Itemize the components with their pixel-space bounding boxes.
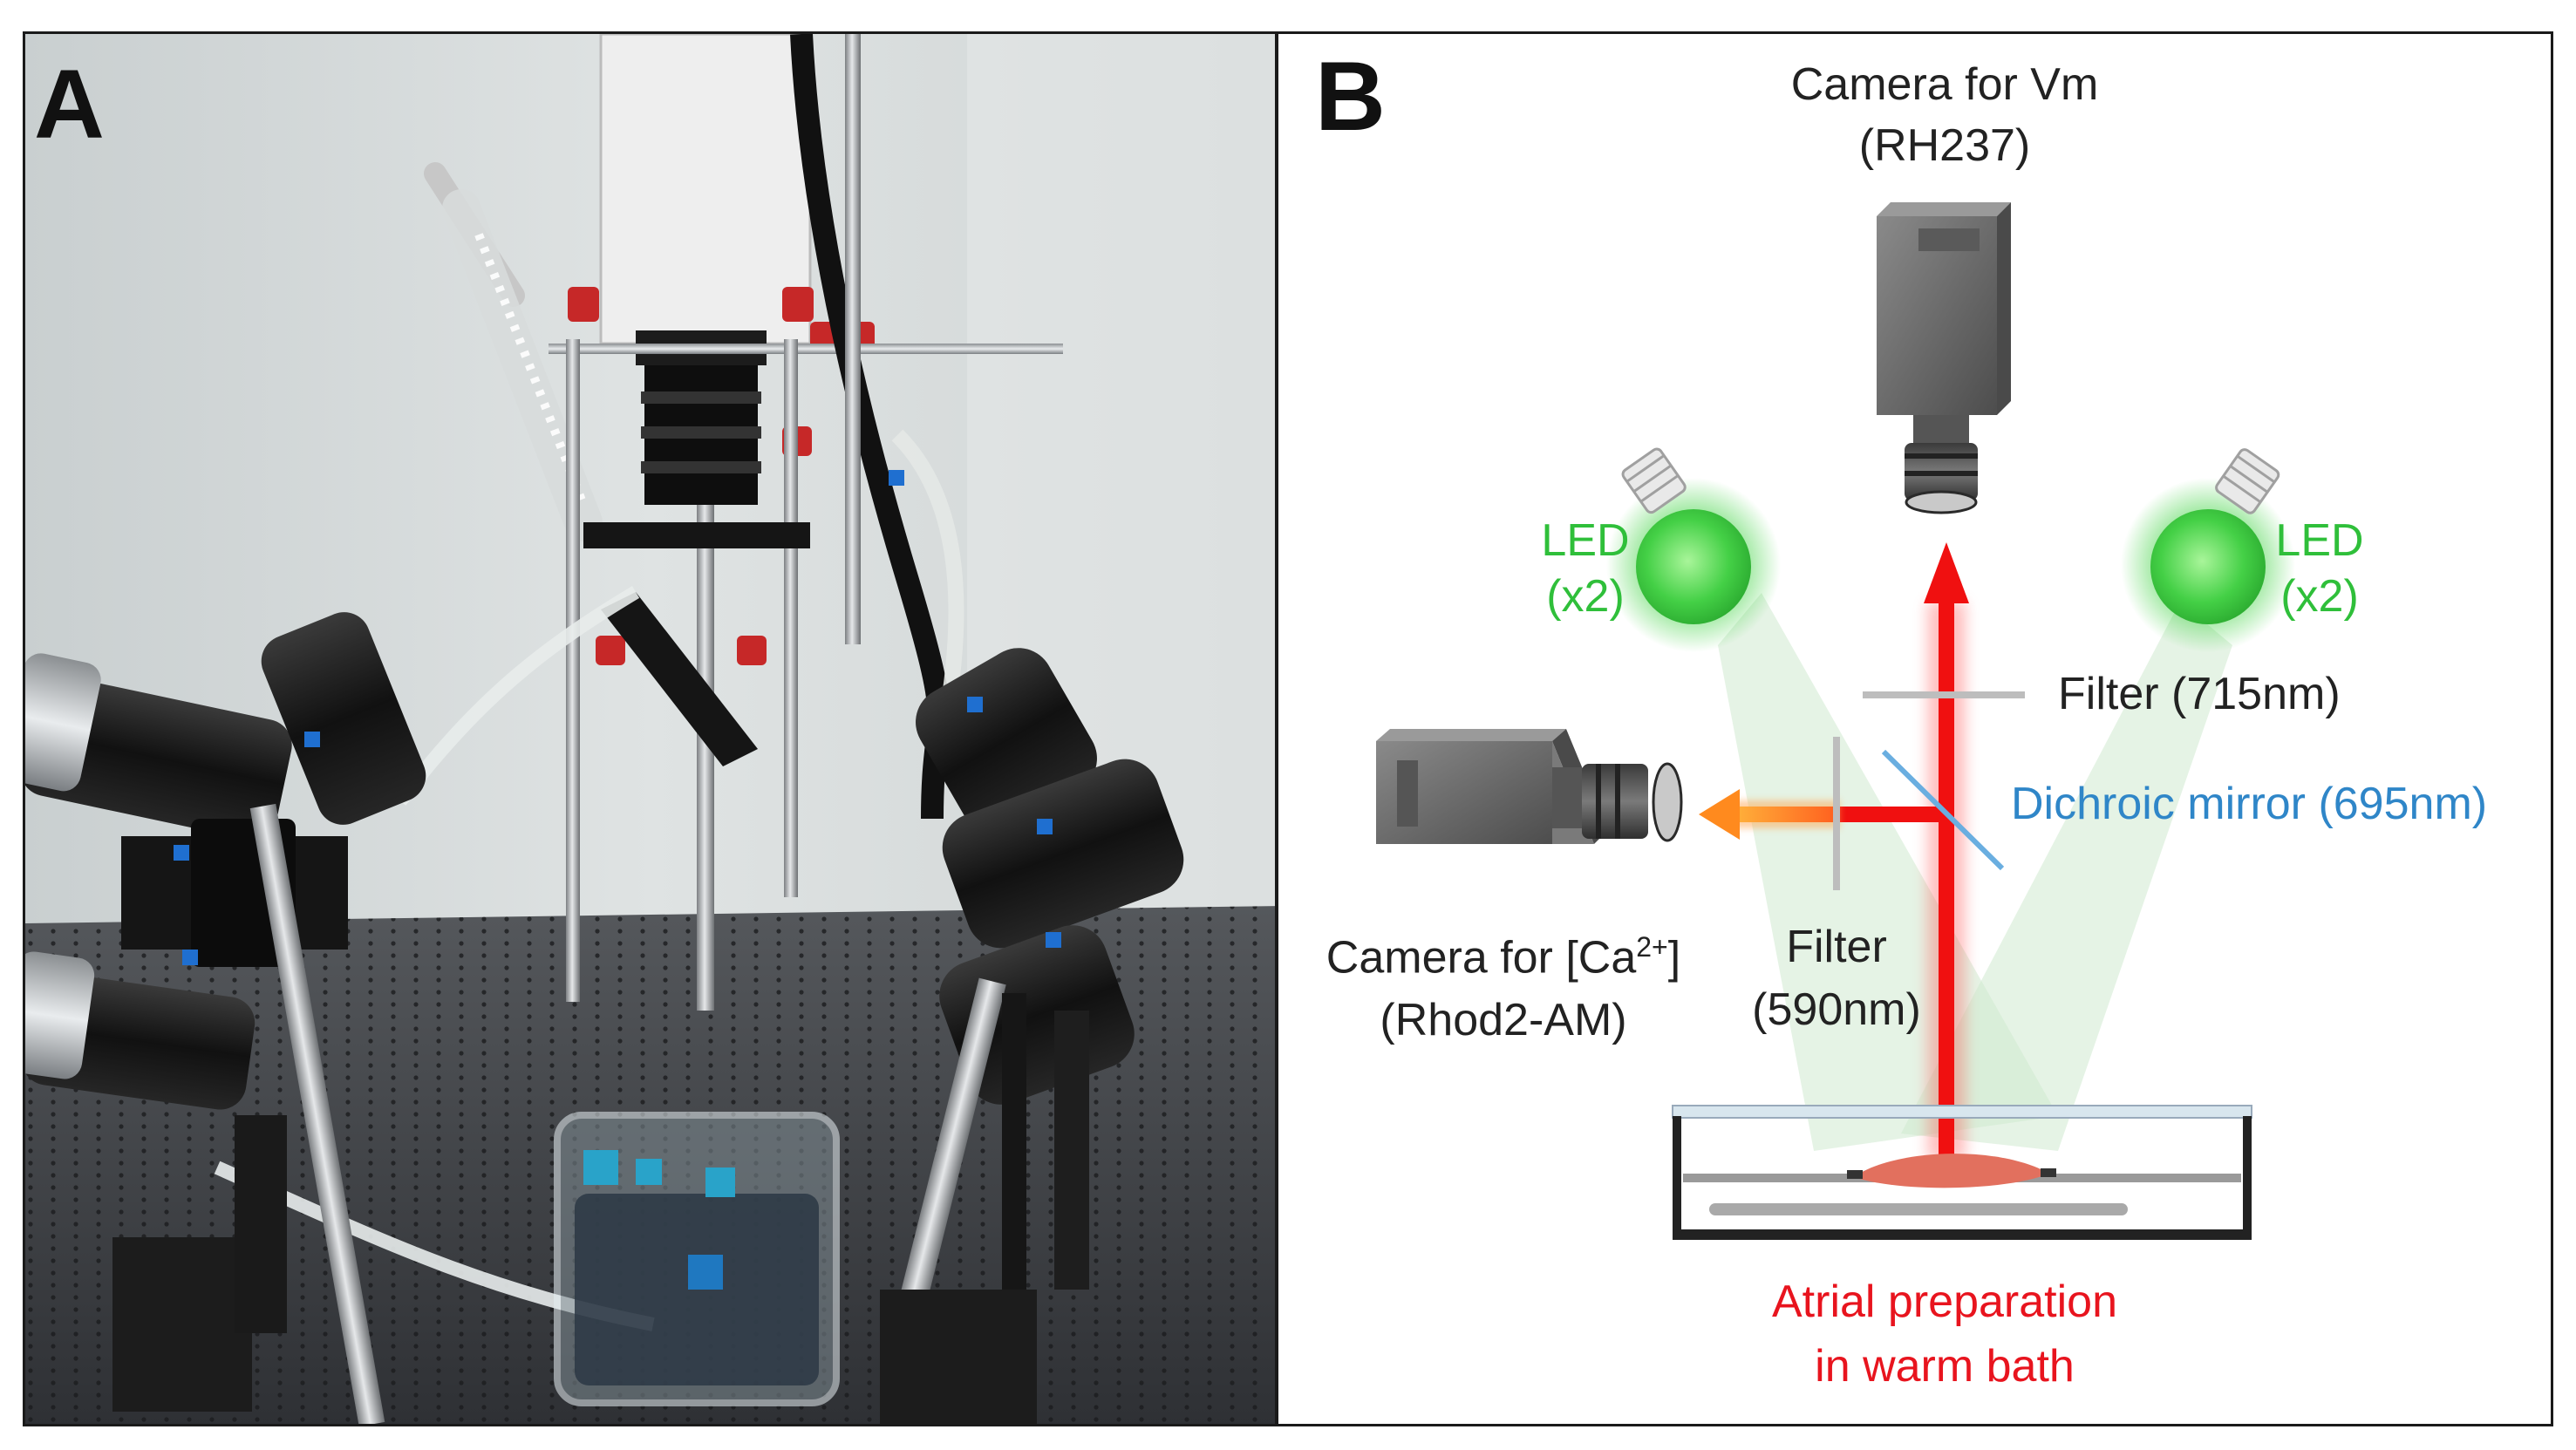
orange-beam — [1735, 807, 1840, 822]
atrial-tissue — [1854, 1154, 2049, 1188]
left-led-lamp-lower — [25, 951, 256, 1110]
led-bulb-left-icon — [1606, 447, 1781, 652]
warm-bath-icon — [1672, 1105, 2252, 1240]
led-right-label: LED (x2) — [2259, 513, 2381, 624]
left-led-lamp-upper — [25, 653, 292, 841]
camera-vm-icon — [1877, 202, 2011, 514]
led-right-count: (x2) — [2280, 571, 2359, 622]
led-bulb-right-icon — [2121, 448, 2295, 652]
camera-ca-icon — [1376, 729, 1683, 844]
preparation-bath: in warm bath — [1815, 1341, 2075, 1392]
dichroic-mirror — [1881, 749, 2005, 871]
preparation-title: Atrial preparation — [1772, 1276, 2117, 1327]
camera-vm-title: Camera for Vm — [1790, 59, 2099, 110]
panel-b-schematic — [1275, 31, 2553, 1426]
filter-590-plate — [1833, 737, 1840, 890]
red-emission-beam — [1939, 602, 1954, 1160]
bath-container — [554, 1112, 840, 1406]
led-left-title: LED — [1541, 515, 1630, 566]
dichroic-label: Dichroic mirror (695nm) — [2011, 779, 2488, 829]
filter-590-label: Filter (590nm) — [1723, 916, 1950, 1041]
panel-a-label: A — [34, 50, 105, 159]
led-right-title: LED — [2275, 515, 2364, 566]
led-light-cone-right — [1901, 602, 2232, 1151]
led-left-count: (x2) — [1546, 571, 1625, 622]
red-beam-arrowhead — [1924, 542, 1969, 603]
lab-setup-photo — [25, 34, 1276, 1424]
camera-vm-label: Camera for Vm (RH237) — [1727, 54, 2163, 176]
camera-ca-label: Camera for [Ca2+] (Rhod2-AM) — [1294, 916, 1713, 1052]
panel-a-photo: A — [23, 31, 1278, 1426]
orange-beam-arrowhead — [1699, 789, 1740, 840]
panel-b-label: B — [1315, 42, 1386, 151]
filter-715-label: Filter (715nm) — [2058, 669, 2341, 719]
camera-ca-title: Camera for [Ca2+] — [1325, 931, 1681, 984]
preparation-label: Atrial preparation in warm bath — [1700, 1270, 2189, 1399]
camera-ca-dye: (Rhod2-AM) — [1380, 995, 1627, 1046]
filter-590-title: Filter — [1786, 922, 1887, 972]
filter-715-plate — [1863, 691, 2025, 698]
filter-590-wavelength: (590nm) — [1752, 984, 1921, 1035]
led-left-label: LED (x2) — [1524, 513, 1646, 624]
camera-vm-dye: (RH237) — [1858, 120, 2031, 171]
